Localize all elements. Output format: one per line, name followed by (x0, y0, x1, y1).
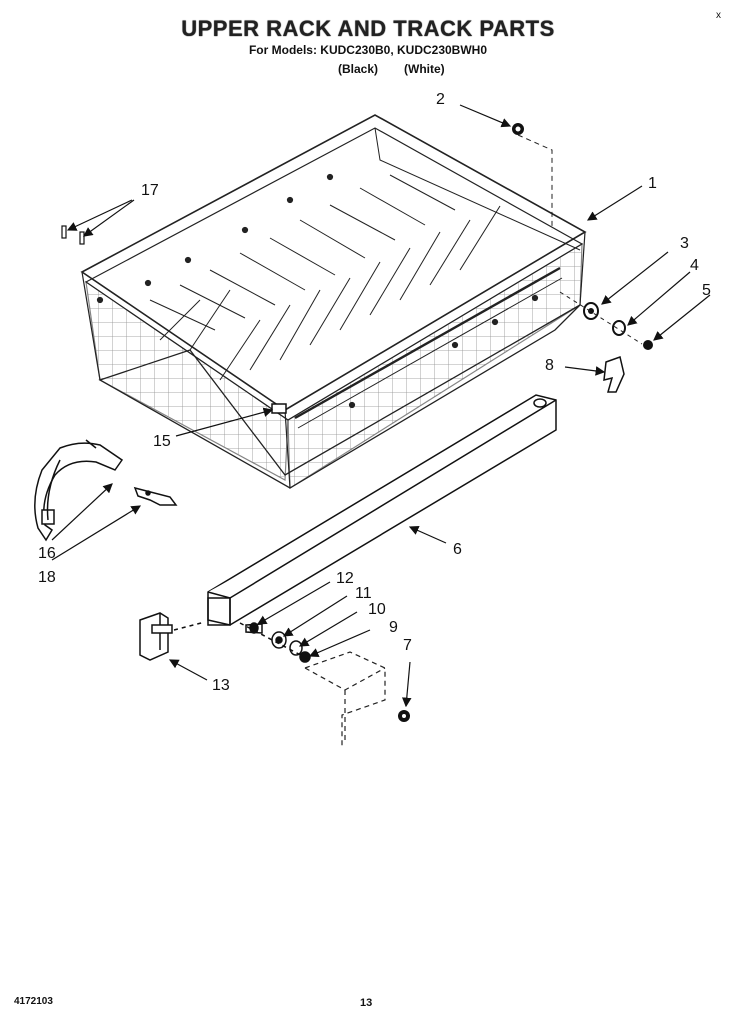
callout-leaders (51, 104, 711, 708)
part-15-insert (271, 403, 287, 414)
part-16-bracket (34, 439, 124, 542)
part-17-pins (61, 225, 85, 245)
part-11-roller (271, 631, 287, 649)
corner-mark: x (716, 10, 721, 21)
page-number: 13 (360, 997, 373, 1009)
models-line: For Models: KUDC230B0, KUDC230BWH0 (248, 43, 488, 57)
callout-5: 5 (702, 282, 711, 299)
part-4-bushing (612, 320, 626, 336)
callout-16: 16 (38, 545, 56, 562)
part-6-track (207, 394, 557, 626)
callout-12: 12 (336, 570, 354, 587)
roller-assembly (239, 622, 311, 663)
callout-labels: 1 2 3 4 5 6 7 8 9 10 11 12 13 15 16 17 1… (38, 91, 711, 694)
callout-8: 8 (545, 357, 554, 374)
upper-rack-basket (80, 114, 587, 490)
callout-1: 1 (648, 175, 657, 192)
diagram-title: UPPER RACK AND TRACK PARTS (181, 16, 555, 41)
variant-black: (Black) (338, 62, 379, 76)
callout-10: 10 (368, 601, 386, 618)
mount-bracket-outline (304, 651, 386, 748)
callout-17: 17 (141, 182, 159, 199)
part-10-washer (289, 640, 303, 656)
part-3-wheel (583, 302, 599, 320)
callout-15: 15 (153, 433, 171, 450)
part-18-clip (133, 486, 178, 506)
callout-4: 4 (690, 257, 699, 274)
part-7-nut (398, 710, 410, 722)
part-2-nut (512, 123, 553, 230)
callout-11: 11 (355, 585, 372, 602)
callout-18: 18 (38, 569, 56, 586)
callout-3: 3 (680, 235, 689, 252)
callout-6: 6 (453, 541, 462, 558)
variant-white: (White) (404, 62, 445, 76)
callout-2: 2 (436, 91, 445, 108)
part-number: 4172103 (14, 996, 53, 1007)
callout-13: 13 (212, 677, 230, 694)
callout-7: 7 (403, 637, 412, 654)
part-8-track-stop (603, 356, 625, 393)
part-5-screw (643, 340, 653, 350)
part-13-end-cap (139, 612, 206, 661)
callout-9: 9 (389, 619, 398, 636)
